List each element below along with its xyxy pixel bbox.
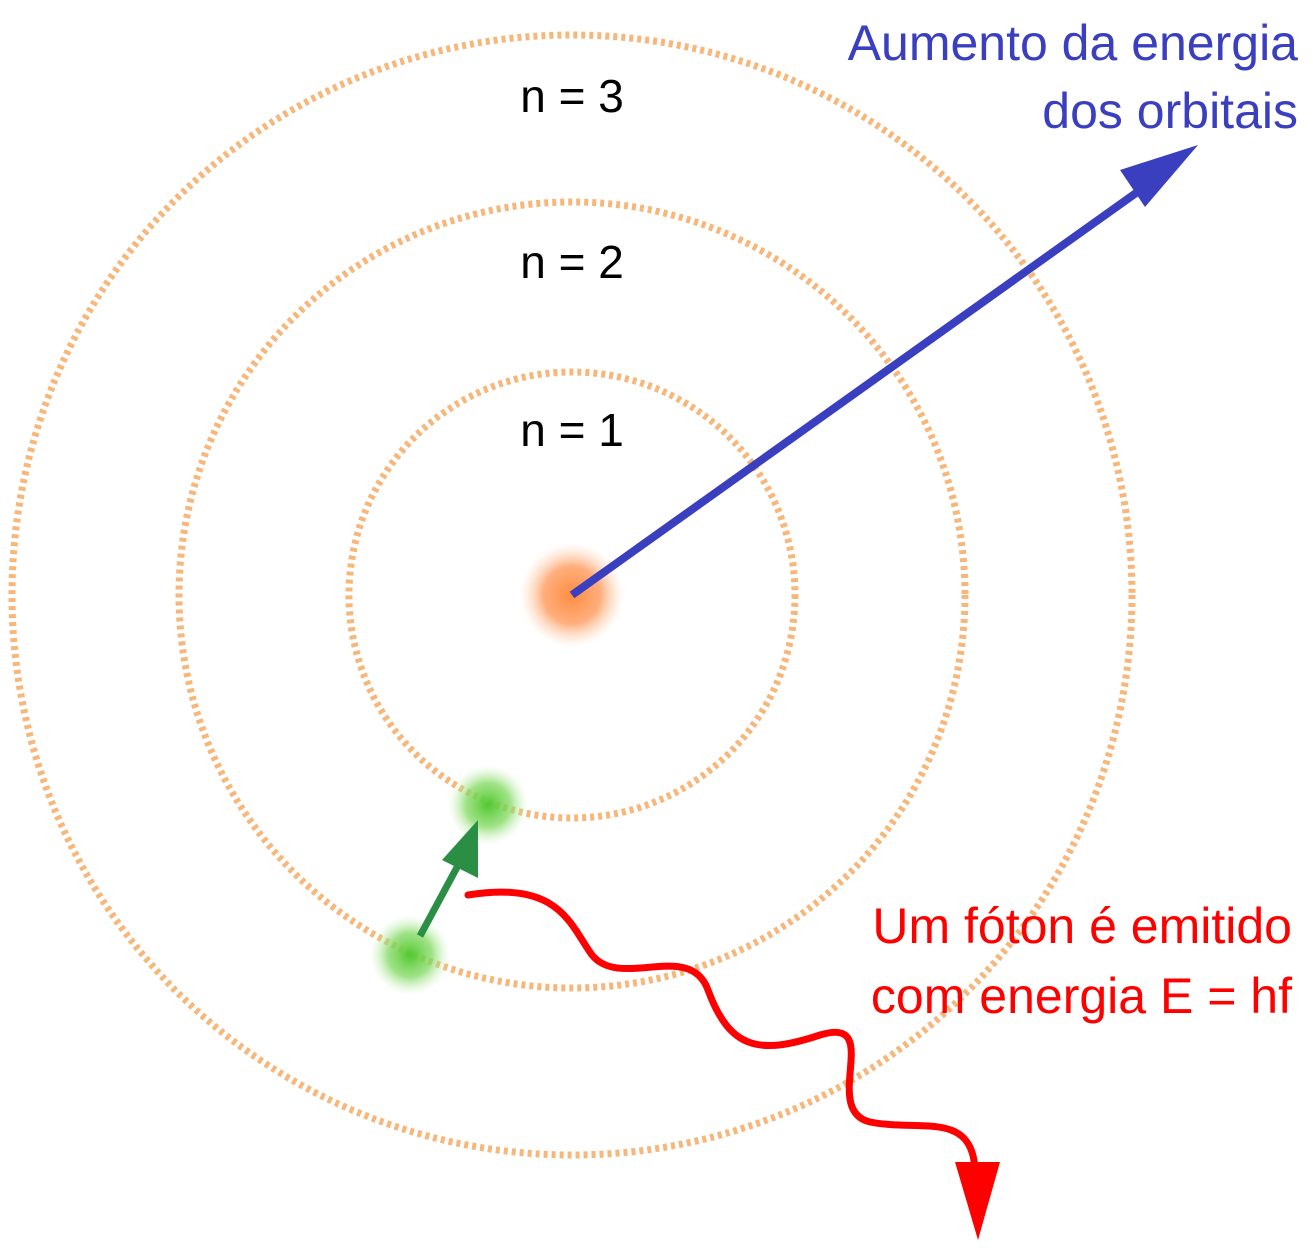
orbit-label-n1: n = 1 <box>520 404 624 456</box>
orbit-n3 <box>8 31 1136 1159</box>
photon-label-line1: Um fóton é emitido <box>872 898 1292 954</box>
energy-label-line1: Aumento da energia <box>848 15 1299 71</box>
photon-wave <box>464 888 979 1174</box>
orbit-n1 <box>345 368 799 822</box>
energy-arrow-shaft <box>569 179 1153 599</box>
orbit-label-n2: n = 2 <box>520 236 624 288</box>
orbit-label-n3: n = 3 <box>520 70 624 122</box>
photon-label-line2: com energia E = hf <box>871 968 1292 1024</box>
orbit-n2 <box>175 198 969 992</box>
electron-initial <box>370 915 450 995</box>
energy-label-line2: dos orbitais <box>1042 83 1298 139</box>
transition-arrowhead <box>442 820 478 878</box>
electron-final <box>448 765 528 845</box>
photon-arrowhead <box>955 1162 1000 1240</box>
transition-arrow-shaft <box>416 856 466 938</box>
energy-arrowhead <box>1120 145 1198 207</box>
